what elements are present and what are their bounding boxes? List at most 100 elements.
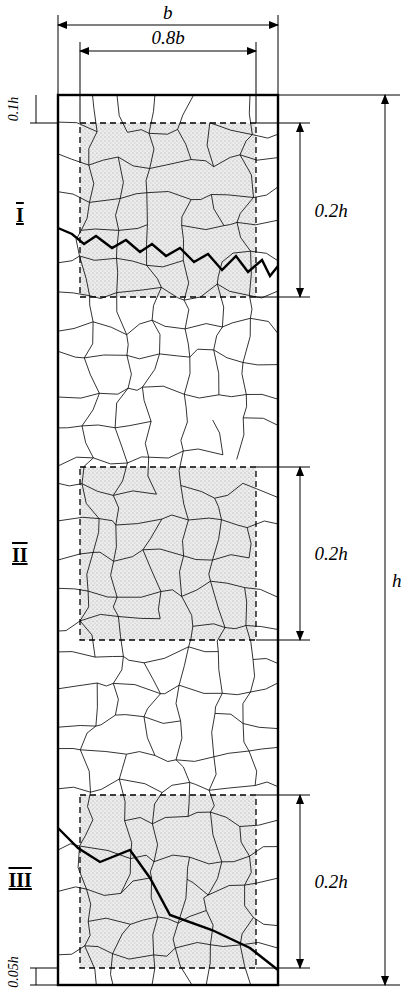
grain-boundary — [245, 878, 278, 885]
grain-boundary — [185, 329, 190, 357]
grain-boundary — [58, 683, 97, 689]
grain-boundary — [178, 129, 192, 159]
grain-boundary — [190, 782, 209, 790]
grain-boundary — [58, 292, 90, 296]
grain-boundary — [214, 155, 240, 167]
grain-boundary — [119, 225, 148, 231]
grain-boundary — [243, 318, 250, 362]
grain-boundary — [209, 560, 213, 581]
grain-boundary — [161, 685, 180, 694]
dimension-label: 0.2h — [315, 544, 348, 563]
grain-boundary — [240, 945, 251, 985]
grain-boundary — [143, 550, 161, 592]
grain-boundary — [245, 856, 252, 885]
grain-boundary — [153, 917, 158, 955]
grain-boundary — [114, 525, 117, 561]
grain-boundary — [182, 596, 193, 626]
grain-boundary — [173, 923, 178, 948]
grain-boundary — [118, 157, 123, 199]
grain-boundary — [113, 924, 131, 953]
grain-boundary — [118, 617, 123, 657]
grain-boundary — [243, 483, 278, 497]
grain-boundary — [127, 335, 129, 356]
grain-boundary — [91, 779, 120, 792]
grain-boundary — [161, 590, 182, 597]
grain-boundary — [182, 225, 184, 260]
grain-boundary — [211, 581, 226, 627]
grain-boundary — [58, 887, 87, 892]
grain-boundary — [149, 95, 155, 133]
grain-boundary — [176, 760, 190, 783]
grain-boundary — [184, 300, 189, 329]
grain-boundary — [240, 820, 278, 826]
grain-boundary — [193, 624, 225, 628]
grain-boundary — [93, 322, 127, 335]
grain-boundary — [58, 726, 96, 728]
grain-boundary — [178, 879, 187, 923]
grain-boundary — [82, 425, 115, 428]
grain-boundary — [144, 647, 189, 663]
grain-boundary — [58, 154, 89, 165]
grain-boundary — [212, 713, 215, 756]
grain-boundary — [176, 685, 181, 721]
grain-boundary — [184, 394, 219, 398]
grain-boundary — [123, 656, 144, 662]
grain-boundary — [213, 520, 222, 560]
grain-boundary — [240, 135, 252, 155]
grain-boundary — [117, 258, 147, 265]
grain-boundary — [117, 293, 127, 335]
grain-boundary — [184, 357, 190, 394]
grain-boundary — [80, 621, 95, 657]
zone-number: II — [12, 545, 28, 565]
grain-boundary — [152, 824, 157, 862]
grain-boundary — [93, 552, 114, 561]
grain-boundary — [240, 827, 250, 857]
grain-boundary — [213, 420, 223, 455]
grain-boundary — [222, 318, 250, 327]
grain-boundary — [154, 948, 176, 956]
grain-boundary — [82, 393, 99, 426]
grain-boundary — [114, 550, 143, 562]
grain-boundary — [188, 782, 190, 816]
grain-boundary — [225, 626, 246, 629]
zone-number: I — [16, 205, 24, 225]
grain-boundary — [120, 193, 147, 199]
grain-boundary — [150, 862, 154, 878]
grain-boundary — [82, 484, 113, 496]
grain-boundary — [117, 95, 127, 132]
grain-boundary — [178, 95, 194, 129]
grain-boundary — [152, 793, 162, 824]
grain-boundary — [115, 715, 144, 717]
grain-boundary — [146, 193, 148, 225]
grain-boundary — [58, 652, 95, 658]
grain-boundary — [96, 683, 98, 726]
grain-boundary — [58, 351, 84, 358]
grain-boundary — [245, 588, 247, 626]
grain-boundary — [209, 790, 214, 812]
dimension-label: 0.1h — [7, 97, 21, 122]
grain-boundary — [85, 921, 90, 945]
grain-boundary — [245, 885, 254, 917]
grain-boundary — [144, 694, 161, 717]
grain-boundary — [155, 756, 176, 762]
grain-boundary — [213, 555, 250, 560]
grain-boundary — [249, 747, 278, 751]
grain-boundary — [179, 451, 183, 486]
grain-boundary — [251, 251, 278, 261]
grain-boundary — [181, 486, 215, 499]
grain-boundary — [127, 752, 156, 756]
grain-boundary — [176, 757, 214, 762]
grain-boundary — [82, 484, 99, 519]
grain-boundary — [246, 394, 278, 399]
grain-boundary — [249, 751, 257, 786]
grain-boundary — [250, 847, 279, 857]
grain-boundary — [251, 660, 255, 693]
grain-boundary — [222, 856, 250, 862]
grain-boundary — [80, 614, 118, 621]
grain-boundary — [215, 483, 243, 498]
grain-boundary — [182, 200, 192, 226]
grain-boundary — [249, 296, 252, 319]
grain-boundary — [152, 287, 161, 320]
grain-boundary — [158, 592, 161, 619]
